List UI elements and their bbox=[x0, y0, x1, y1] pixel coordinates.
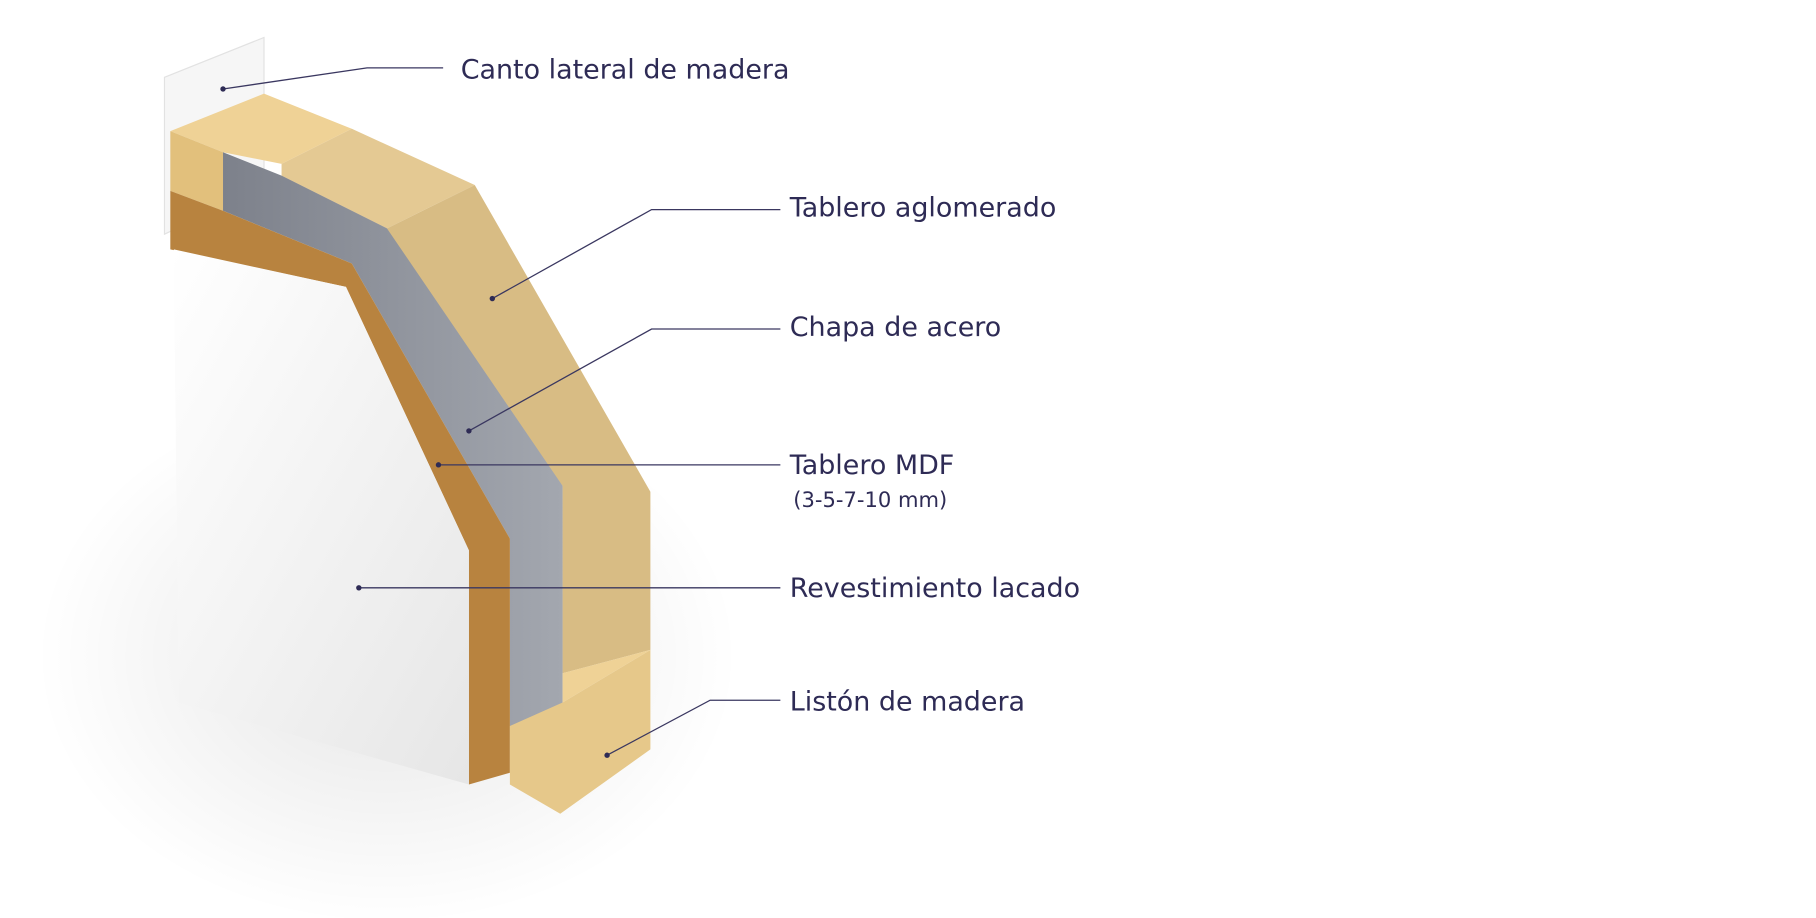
label-mdf-sizes: (3-5-7-10 mm) bbox=[793, 487, 947, 512]
particle-board bbox=[281, 175, 651, 674]
label-liston-madera: Listón de madera bbox=[790, 687, 1025, 718]
label-chapa-acero: Chapa de acero bbox=[790, 312, 1002, 343]
label-canto-lateral: Canto lateral de madera bbox=[461, 54, 790, 85]
top-wood-block bbox=[170, 131, 224, 211]
label-tablero-mdf: Tablero MDF bbox=[789, 450, 955, 481]
lacquered-face bbox=[173, 249, 469, 785]
leader-aglomerado bbox=[489, 208, 781, 302]
label-revestimiento-lacado: Revestimiento lacado bbox=[790, 573, 1080, 604]
label-tablero-aglomerado: Tablero aglomerado bbox=[789, 193, 1057, 224]
steel-sheet bbox=[223, 152, 563, 726]
leader-mdf bbox=[435, 462, 781, 468]
leader-canto bbox=[220, 67, 444, 92]
bottom-wood-top bbox=[562, 649, 651, 703]
leader-liston bbox=[604, 699, 781, 758]
top-wood-face bbox=[170, 93, 352, 164]
bottom-wood-block bbox=[509, 649, 651, 814]
mdf-board bbox=[170, 190, 510, 785]
top-particle-face bbox=[281, 128, 475, 229]
leader-lacado bbox=[356, 585, 781, 591]
leader-acero bbox=[466, 328, 781, 434]
